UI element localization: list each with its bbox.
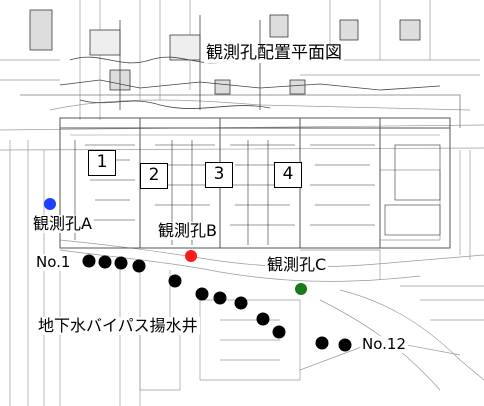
bypass-well-marker-8	[234, 296, 248, 310]
unit-label-3: 3	[205, 162, 233, 188]
unit-label-1: 1	[88, 150, 116, 176]
observation-well-c-marker	[295, 283, 307, 295]
bypass-well-marker-12	[338, 338, 352, 352]
bypass-well-marker-7	[213, 291, 227, 305]
observation-well-b-label: 観測孔B	[156, 221, 219, 240]
bypass-well-marker-1	[82, 254, 96, 268]
bypass-wells-label: 地下水バイパス揚水井	[36, 316, 200, 335]
observation-well-a-label: 観測孔A	[31, 214, 94, 233]
unit-label-2: 2	[140, 163, 168, 189]
bypass-well-marker-6	[195, 287, 209, 301]
diagram-title: 観測孔配置平面図	[204, 43, 344, 63]
bypass-well-marker-9	[256, 312, 270, 326]
unit-label-4: 4	[274, 162, 302, 188]
observation-well-c-label: 観測孔C	[265, 255, 329, 274]
observation-well-b-marker	[185, 250, 197, 262]
bypass-well-marker-11	[315, 336, 329, 350]
bypass-well-marker-3	[114, 256, 128, 270]
bypass-last-well-label: No.12	[360, 335, 408, 353]
bypass-first-well-label: No.1	[34, 253, 73, 271]
observation-well-a-marker	[44, 198, 56, 210]
bypass-well-marker-4	[132, 259, 146, 273]
bypass-well-marker-5	[168, 274, 182, 288]
bypass-well-marker-2	[98, 255, 112, 269]
bypass-well-marker-10	[272, 325, 286, 339]
